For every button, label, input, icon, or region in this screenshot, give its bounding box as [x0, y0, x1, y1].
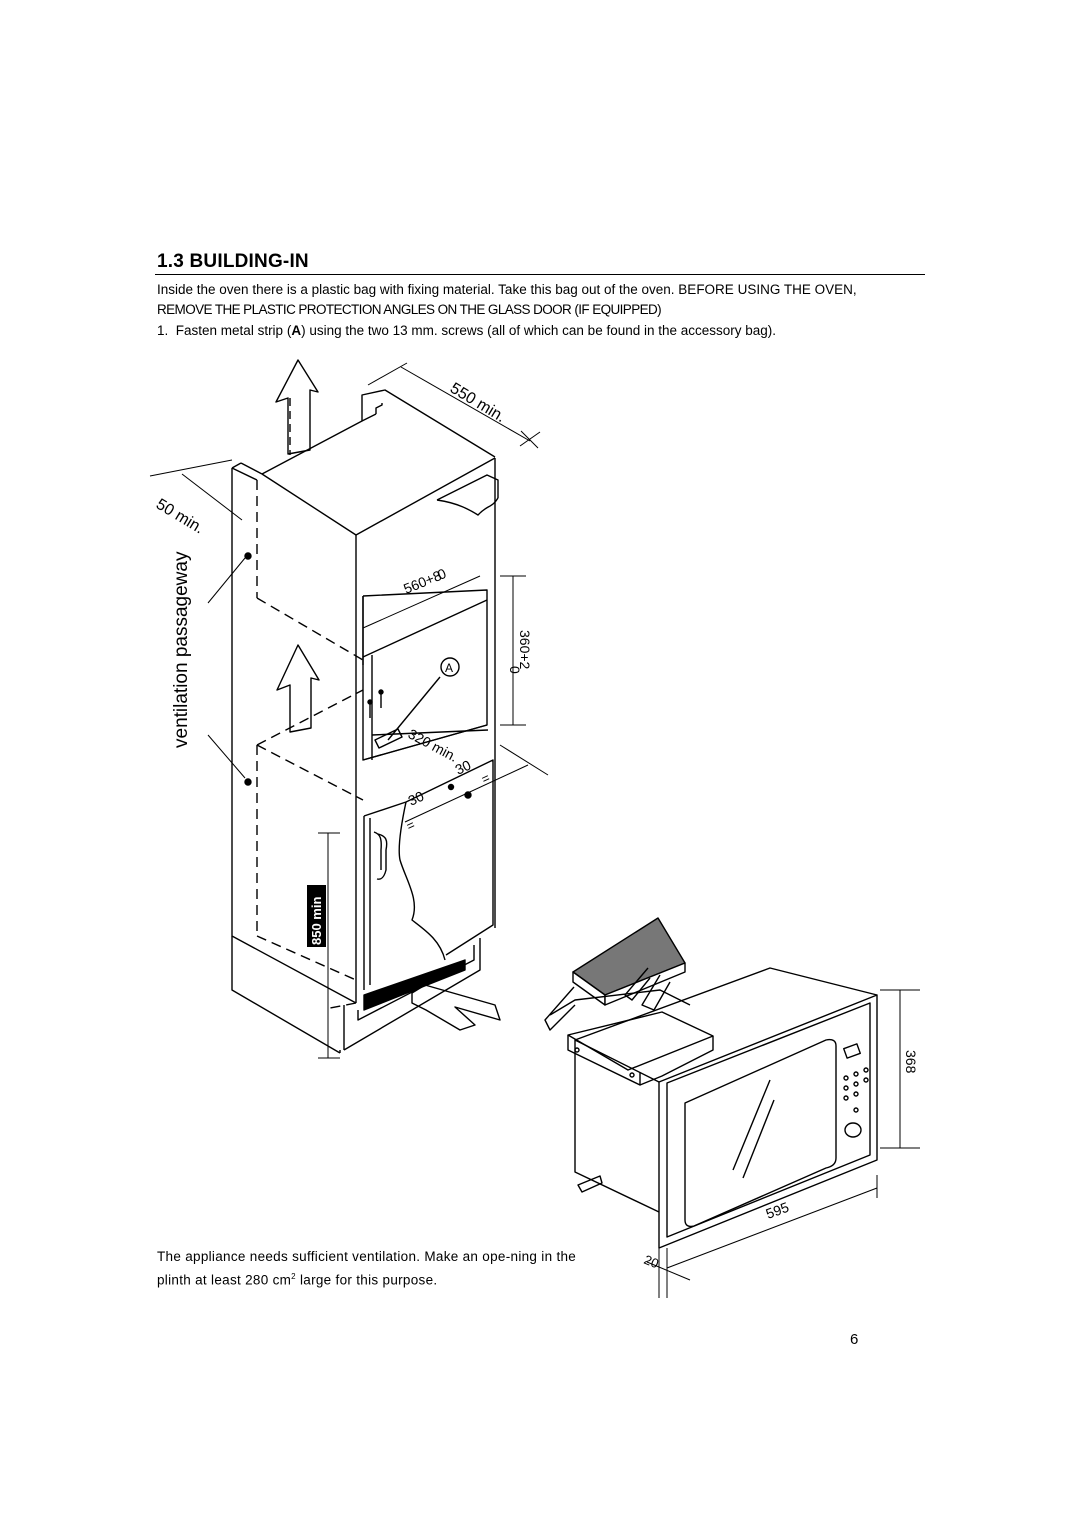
oven-width-label: 595 [764, 1199, 792, 1222]
title-divider [155, 274, 925, 275]
equal-mark-left: = [404, 817, 417, 834]
intro-paragraph: Inside the oven there is a plastic bag w… [157, 280, 937, 320]
depth-dimension-label: 550 min. [447, 380, 508, 426]
strip-label: A [291, 323, 302, 338]
step-text-before: Fasten metal strip ( [175, 323, 292, 338]
ventilation-note: The appliance needs sufficient ventilati… [157, 1247, 597, 1291]
clearance-dimension-label: 50 min. [153, 496, 207, 538]
ventilation-label: ventilation passageway [171, 551, 192, 748]
hidden-lines [256, 480, 364, 1009]
part-a-label: A [445, 661, 453, 675]
intro-line-2: REMOVE THE PLASTIC PROTECTION ANGLES ON … [157, 302, 662, 317]
airflow-arrows [275, 359, 501, 1031]
floor-dimension-box [307, 885, 326, 947]
step-1: 1. Fasten metal strip (A) using the two … [157, 322, 937, 340]
left-gap-label: 30 [406, 788, 427, 809]
page-number: 6 [850, 1331, 859, 1348]
floor-dimension-label: 850 min [309, 897, 324, 945]
note-text-end: large for this purpose. [295, 1272, 438, 1288]
oven-niche [362, 589, 489, 761]
lower-door [357, 759, 494, 1021]
note-superscript: 2 [291, 1272, 296, 1281]
cabinet-outline [231, 389, 499, 1054]
height-dimension-label: 360+2 [517, 630, 533, 670]
dimension-lines [149, 362, 549, 1059]
note-text: The appliance needs sufficient ventilati… [157, 1249, 577, 1288]
step-number: 1. [157, 323, 169, 338]
frame-dimension-label: 20 [642, 1252, 661, 1271]
oven-height-label: 368 [903, 1050, 919, 1074]
intro-line-1: Inside the oven there is a plastic bag w… [157, 282, 857, 297]
height-tolerance-label: 0 [507, 666, 523, 674]
dimension-dots [244, 552, 472, 799]
equal-mark-right: = [479, 770, 492, 787]
part-a-callout-circle [440, 657, 460, 677]
step-text-after: ) using the two 13 mm. screws (all of wh… [301, 323, 777, 338]
section-title: 1.3 BUILDING-IN [157, 251, 309, 272]
oven-appliance [544, 917, 920, 1298]
right-gap-label: 30 [453, 757, 474, 778]
